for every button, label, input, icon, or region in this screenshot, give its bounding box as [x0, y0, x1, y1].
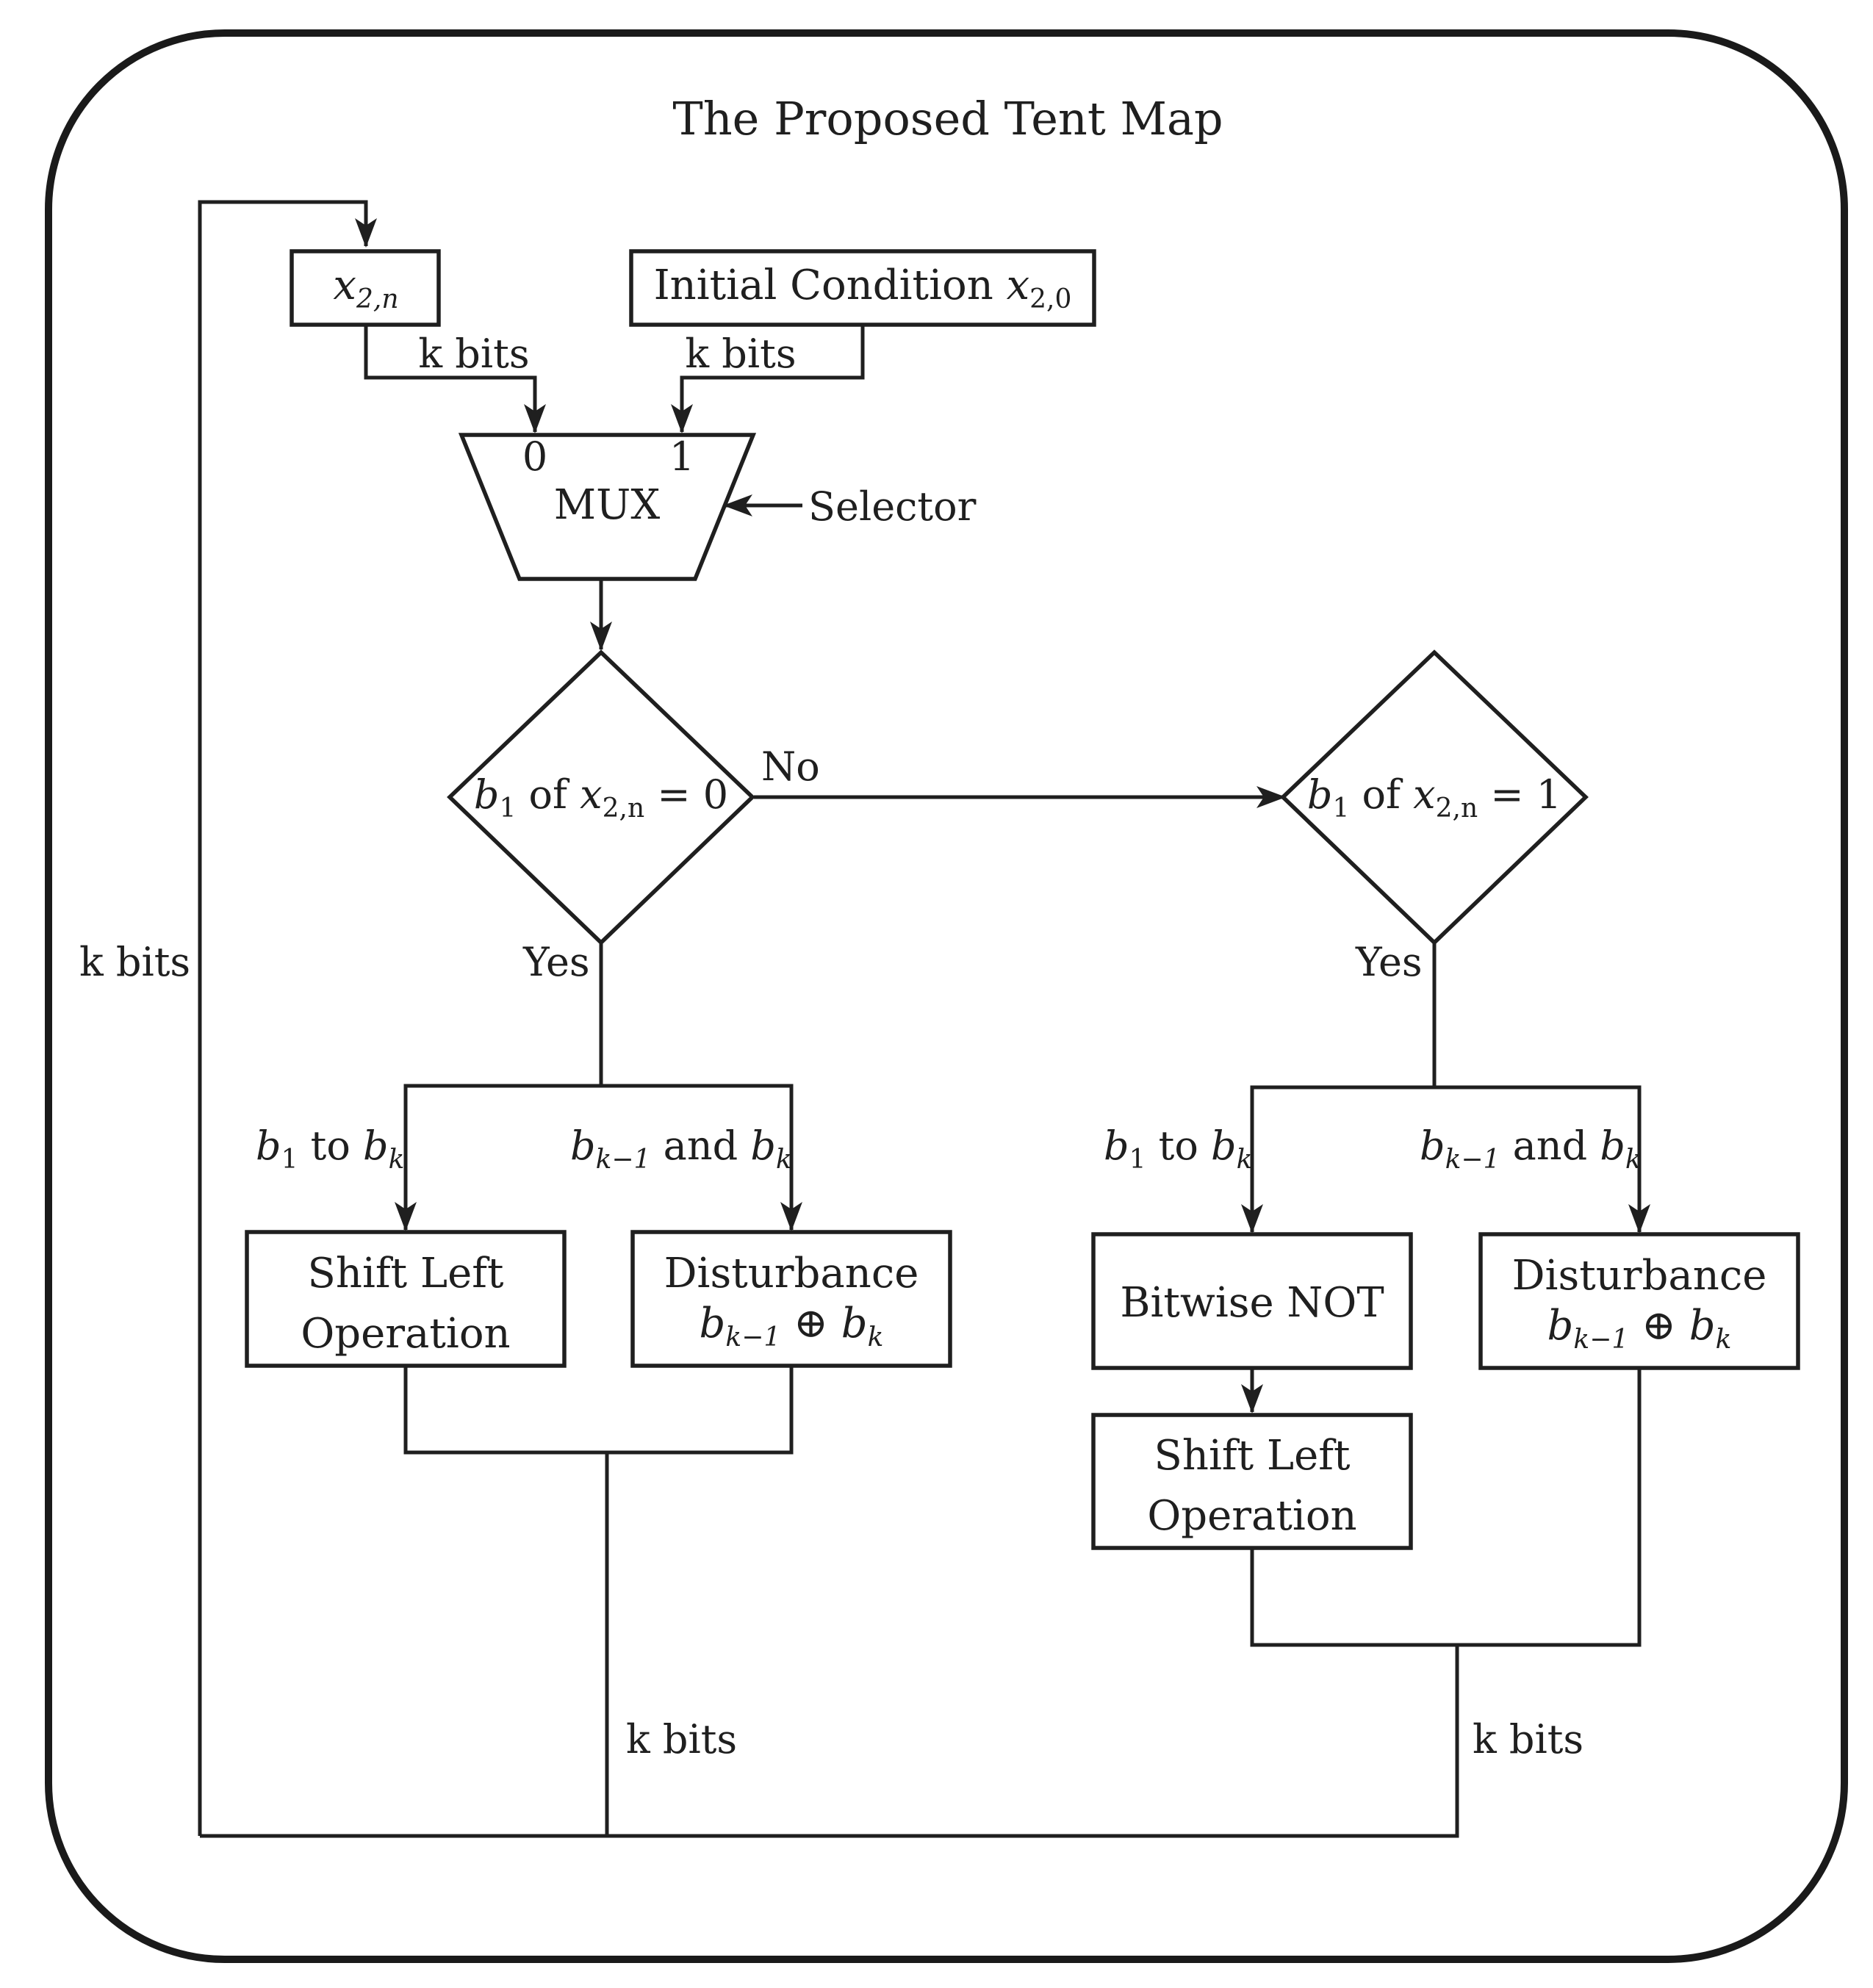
label-b1-to-bk-left: b1 to bk — [256, 1123, 404, 1175]
wire-right-merge — [1250, 1368, 1642, 1647]
disturbance-a-line1: Disturbance — [664, 1250, 919, 1297]
x2n-box — [290, 249, 441, 327]
label-kbits-left-output: k bits — [626, 1716, 737, 1762]
mux-input-1: 1 — [669, 433, 694, 480]
decision-b1-equals-0 — [447, 649, 755, 946]
wire-right-output — [200, 1645, 1459, 1838]
decision-left-label: b1 of x2,n = 0 — [474, 771, 728, 824]
selector-label: Selector — [808, 483, 977, 530]
initial-condition-box — [629, 249, 1096, 327]
wire-left-yes — [395, 943, 603, 1231]
wire-right-yes-right — [1434, 1085, 1650, 1234]
shift-left-box-a — [245, 1230, 567, 1368]
label-kbits-feedback: k bits — [79, 939, 190, 985]
wire-right-yes — [1241, 943, 1437, 1234]
x2n-label: x2,n — [333, 262, 398, 314]
label-no: No — [761, 743, 820, 790]
mux-input-0: 0 — [522, 433, 547, 480]
disturbance-b-formula: bk−1 ⊕ bk — [1547, 1302, 1732, 1355]
disturbance-box-a — [630, 1230, 952, 1368]
decision-right-label: b1 of x2,n = 1 — [1307, 771, 1561, 824]
wire-left-merge — [403, 1366, 794, 1455]
shift-left-box-b — [1091, 1413, 1413, 1550]
label-kbits-x2n: k bits — [418, 331, 529, 377]
disturbance-box-b — [1478, 1232, 1800, 1370]
mux-label: MUX — [554, 481, 661, 529]
shift-left-b-line1: Shift Left — [1154, 1432, 1351, 1480]
label-yes-left: Yes — [522, 939, 590, 985]
outer-frame — [45, 29, 1848, 1963]
diagram-title: The Proposed Tent Map — [672, 92, 1223, 145]
shift-left-a-line1: Shift Left — [308, 1250, 504, 1297]
wire-init-to-mux — [671, 325, 865, 433]
bitwise-not-box — [1091, 1232, 1413, 1370]
label-yes-right: Yes — [1355, 939, 1423, 985]
feedback-loop-wire — [198, 200, 377, 1836]
label-bk1-and-bk-left: bk−1 and bk — [570, 1123, 792, 1175]
disturbance-a-formula: bk−1 ⊕ bk — [700, 1300, 884, 1353]
label-kbits-right-output: k bits — [1473, 1716, 1583, 1762]
label-kbits-init: k bits — [685, 331, 796, 377]
label-bk1-and-bk-right: bk−1 and bk — [1420, 1123, 1642, 1175]
disturbance-b-line1: Disturbance — [1512, 1252, 1767, 1300]
label-b1-to-bk-right: b1 to bk — [1104, 1123, 1252, 1175]
shift-left-a-line2: Operation — [301, 1310, 510, 1358]
bitwise-not-label: Bitwise NOT — [1120, 1279, 1384, 1327]
initial-condition-label: Initial Condition x2,0 — [654, 262, 1072, 314]
shift-left-b-line2: Operation — [1147, 1492, 1356, 1540]
decision-b1-equals-1 — [1280, 649, 1589, 946]
wire-x2n-to-mux — [364, 325, 546, 433]
wire-left-yes-right — [601, 1084, 802, 1231]
mux-block — [458, 433, 757, 581]
